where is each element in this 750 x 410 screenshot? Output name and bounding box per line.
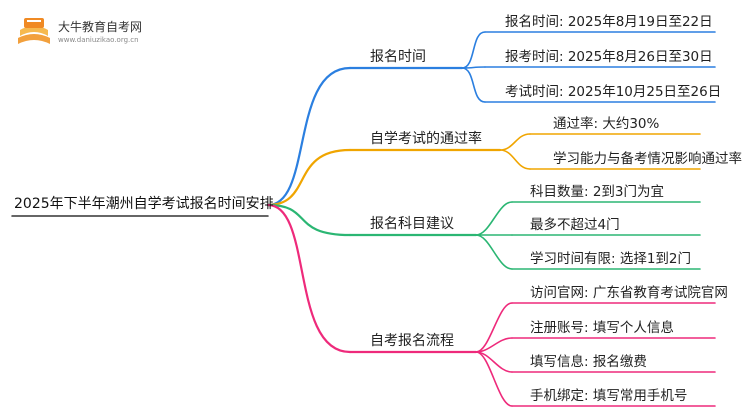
branch-connector (266, 66, 352, 207)
leaf-application-time: 报考时间: 2025年8月26日至30日 (505, 49, 713, 65)
leaf-exam-time: 考试时间: 2025年10月25日至26日 (505, 84, 722, 100)
leaf-connector (499, 133, 531, 151)
leaf-pass-rate-factors: 学习能力与备考情况影响通过率 (553, 151, 742, 167)
leaf-connector (475, 201, 513, 236)
leaf-pass-rate-value: 通过率: 大约30% (553, 116, 660, 132)
logo-url: www.daniuzikao.org.cn (58, 36, 139, 44)
leaf-registration-time: 报名时间: 2025年8月19日至22日 (505, 14, 713, 30)
branch-pass-rate: 自学考试的通过率 (370, 131, 482, 147)
leaf-visit-website: 访问官网: 广东省教育考试院官网 (530, 285, 728, 301)
branch-subject-advice: 报名科目建议 (370, 216, 454, 232)
leaf-connector (461, 31, 486, 69)
site-logo: 大牛教育自考网 www.daniuzikao.org.cn (14, 12, 144, 52)
leaf-register-account: 注册账号: 填写个人信息 (530, 320, 674, 336)
leaf-connector (461, 67, 486, 103)
leaf-limited-time: 学习时间有限: 选择1到2门 (530, 251, 692, 267)
leaf-bind-phone: 手机绑定: 填写常用手机号 (530, 388, 688, 404)
logo-title: 大牛教育自考网 (58, 20, 143, 34)
book-stack-icon (18, 18, 50, 44)
leaf-subject-count: 科目数量: 2到3门为宜 (530, 184, 665, 200)
leaf-connector (475, 351, 513, 407)
leaf-connector (499, 149, 531, 170)
branch-registration-time: 报名时间 (370, 49, 426, 65)
leaf-connector (475, 302, 513, 353)
branch-registration-process: 自考报名流程 (370, 333, 454, 349)
branch-connector (266, 203, 352, 237)
branch-connector (266, 148, 352, 207)
leaf-subject-max: 最多不超过4门 (530, 217, 620, 233)
root-node: 2025年下半年潮州自学考试报名时间安排 (14, 196, 274, 212)
leaf-connector (475, 234, 513, 270)
branch-connector (266, 203, 352, 354)
leaf-fill-info: 填写信息: 报名缴费 (530, 354, 647, 370)
